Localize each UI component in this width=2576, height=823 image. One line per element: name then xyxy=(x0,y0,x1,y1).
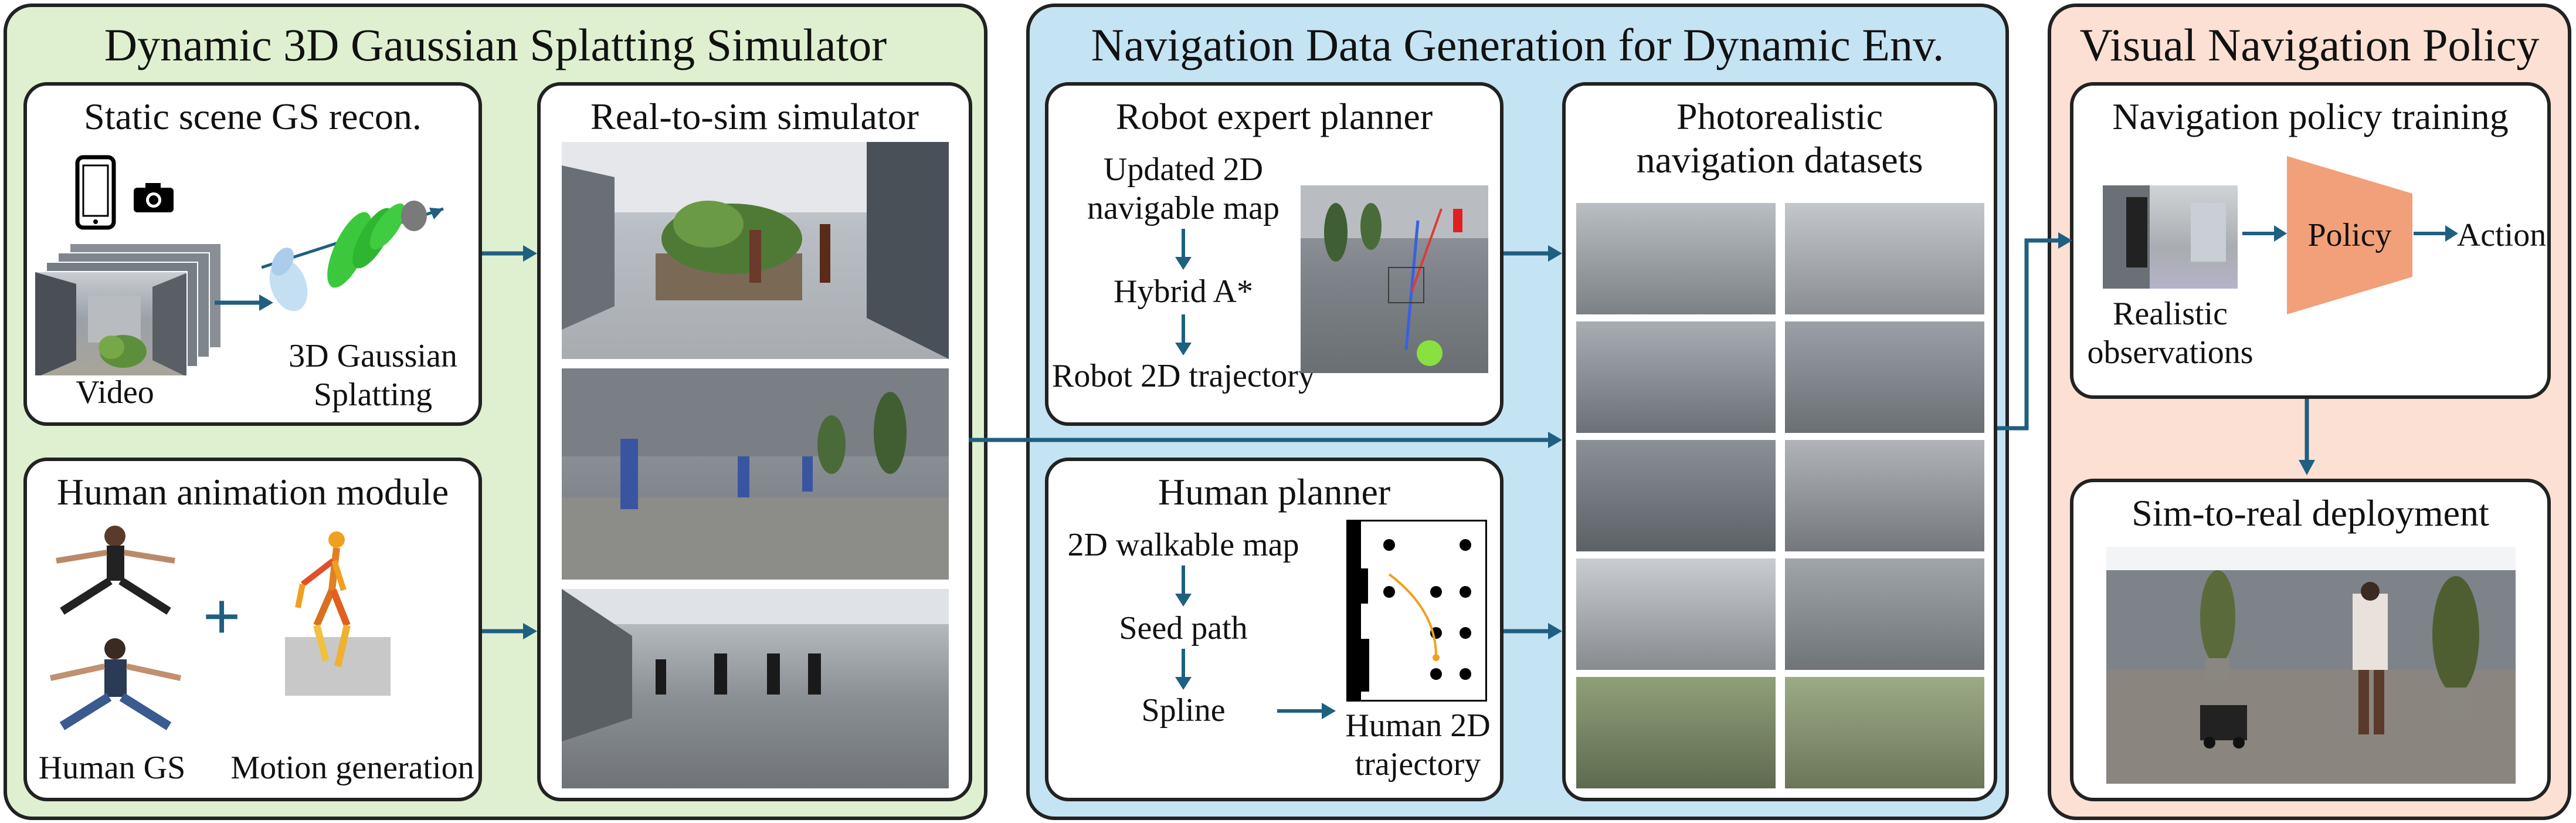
policy-network-shape xyxy=(2287,156,2412,314)
human-step-2: Seed path xyxy=(1119,610,1248,646)
dataset-thumbnail xyxy=(1785,677,1984,788)
human-gs-figures xyxy=(39,520,197,746)
arrow-icon xyxy=(482,245,537,262)
human-step-1: 2D walkable map xyxy=(1067,527,1299,563)
dataset-thumbnail xyxy=(1576,677,1776,788)
robot-planner-box: Robot expert planner Updated 2D navigabl… xyxy=(1045,82,1503,426)
walkable-map xyxy=(1346,520,1487,702)
policy-panel-title: Visual Navigation Policy xyxy=(2079,19,2540,70)
arrow-icon xyxy=(2414,225,2458,242)
arrow-icon xyxy=(1175,565,1192,607)
dataset-thumbnail xyxy=(1785,203,1984,314)
human-animation-box: Human animation module + xyxy=(23,458,482,801)
arrow-icon xyxy=(2299,399,2315,475)
deployment-photo xyxy=(2106,547,2516,784)
human-step-3: Spline xyxy=(1141,692,1226,729)
phone-icon xyxy=(75,155,116,233)
gs-label-line2: Splatting xyxy=(313,377,433,413)
video-frames xyxy=(34,243,225,378)
dataset-thumbnail xyxy=(1785,321,1984,433)
deployment-box: Sim-to-real deployment xyxy=(2070,479,2551,801)
datasets-box: Photorealistic navigation datasets xyxy=(1562,82,1997,801)
human-trajectory-line2: trajectory xyxy=(1355,746,1481,783)
robot-step-3: Robot 2D trajectory xyxy=(1052,358,1315,394)
robot-planner-view xyxy=(1301,185,1488,373)
video-label: Video xyxy=(76,374,154,411)
human-planner-box: Human planner 2D walkable map Seed path … xyxy=(1045,458,1503,801)
real-to-sim-title: Real-to-sim simulator xyxy=(590,96,919,137)
dataset-thumbnail xyxy=(1576,558,1776,670)
deployment-title: Sim-to-real deployment xyxy=(2132,492,2489,534)
dataset-thumbnail xyxy=(1576,440,1776,551)
robot-planner-title: Robot expert planner xyxy=(1115,96,1433,137)
arrow-icon xyxy=(2242,225,2287,242)
observations-line2: observations xyxy=(2087,334,2253,371)
human-trajectory-line1: Human 2D xyxy=(1345,707,1491,744)
datasets-title-line1: Photorealistic xyxy=(1676,96,1883,137)
dataset-thumbnail xyxy=(1785,440,1984,551)
action-label: Action xyxy=(2456,217,2547,253)
human-planner-title: Human planner xyxy=(1158,471,1391,513)
gaussian-ellipses-icon xyxy=(261,174,449,323)
observations-line1: Realistic xyxy=(2113,296,2228,332)
simulator-panel-title: Dynamic 3D Gaussian Splatting Simulator xyxy=(104,19,887,70)
robot-step-2: Hybrid A* xyxy=(1114,273,1253,310)
datasets-title-line2: navigation datasets xyxy=(1636,139,1923,181)
dataset-grid xyxy=(1576,203,1987,790)
policy-label: Policy xyxy=(2307,217,2392,253)
static-scene-box: Static scene GS recon. xyxy=(23,82,482,426)
arrow-icon xyxy=(1277,703,1336,719)
human-gs-label: Human GS xyxy=(38,750,186,786)
sim-frame-1 xyxy=(562,142,949,359)
arrow-icon xyxy=(1175,229,1192,270)
arrow-icon xyxy=(1503,245,1562,262)
observation-image xyxy=(2103,185,2238,289)
arrow-icon xyxy=(1175,649,1192,690)
arrow-icon xyxy=(1503,623,1562,639)
dataset-thumbnail xyxy=(1576,321,1776,433)
sim-frame-2 xyxy=(562,368,949,580)
human-animation-title: Human animation module xyxy=(56,471,449,513)
static-scene-title: Static scene GS recon. xyxy=(84,96,422,137)
policy-training-title: Navigation policy training xyxy=(2112,96,2509,137)
plus-sign: + xyxy=(203,580,241,652)
dataset-thumbnail xyxy=(1785,558,1984,670)
dataset-thumbnail xyxy=(1576,203,1776,314)
arrow-icon xyxy=(969,432,1562,448)
gs-label-line1: 3D Gaussian xyxy=(289,338,457,374)
real-to-sim-box: Real-to-sim simulator xyxy=(537,82,972,801)
data-generation-panel-title: Navigation Data Generation for Dynamic E… xyxy=(1091,19,1944,70)
arrow-icon xyxy=(482,623,537,639)
arrow-icon xyxy=(1997,232,2072,431)
camera-icon xyxy=(133,181,175,216)
arrow-icon xyxy=(215,294,273,311)
policy-training-box: Navigation policy training Realistic obs… xyxy=(2070,82,2551,399)
robot-step-1-line2: navigable map xyxy=(1087,190,1280,226)
robot-step-1-line1: Updated 2D xyxy=(1103,151,1264,188)
motion-generation-label: Motion generation xyxy=(230,750,474,786)
skeleton-icon xyxy=(267,520,402,710)
arrow-icon xyxy=(1175,314,1192,355)
sim-frame-3 xyxy=(562,589,949,788)
